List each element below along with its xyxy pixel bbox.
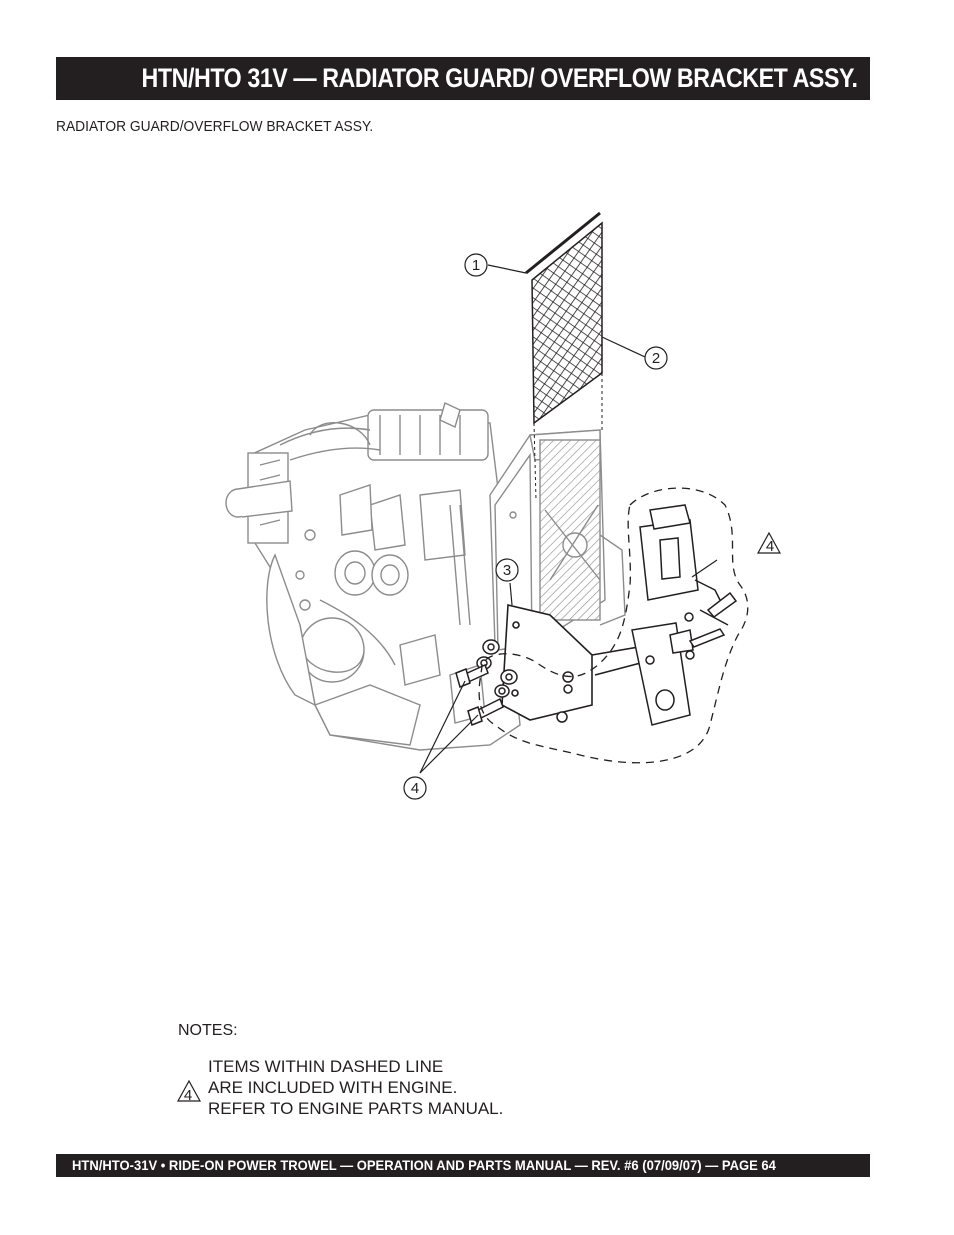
callout-2: 2 <box>644 346 668 370</box>
callout-1: 1 <box>464 253 488 277</box>
notes-line: ITEMS WITHIN DASHED LINE <box>208 1057 444 1076</box>
radiator-guard-mesh <box>531 221 603 501</box>
notes-text: ITEMS WITHIN DASHED LINE ARE INCLUDED WI… <box>208 1056 503 1119</box>
overflow-tank <box>631 504 738 726</box>
svg-text:4: 4 <box>411 780 419 797</box>
section-subtitle: RADIATOR GUARD/OVERFLOW BRACKET ASSY. <box>56 118 374 135</box>
notes-line: REFER TO ENGINE PARTS MANUAL. <box>208 1099 504 1118</box>
edge-trim-strip <box>525 211 601 275</box>
callout-leaders <box>419 264 718 774</box>
page-footer-bar: HTN/HTO-31V • RIDE-ON POWER TROWEL — OPE… <box>56 1154 870 1177</box>
svg-text:2: 2 <box>652 350 660 367</box>
engine-illustration <box>225 402 521 751</box>
svg-text:1: 1 <box>472 257 480 274</box>
callout-4-circle: 4 <box>403 776 427 800</box>
overflow-bracket <box>501 604 653 721</box>
svg-text:3: 3 <box>503 562 511 579</box>
parts-diagram-svg: 1 2 3 4 4 <box>225 211 782 800</box>
svg-text:4: 4 <box>184 1087 192 1103</box>
notes-line: ARE INCLUDED WITH ENGINE. <box>208 1078 458 1097</box>
radiator-illustration <box>489 429 626 651</box>
notes-heading: NOTES: <box>178 1022 238 1039</box>
callout-3: 3 <box>495 558 519 582</box>
page-footer-text: HTN/HTO-31V • RIDE-ON POWER TROWEL — OPE… <box>72 1157 776 1173</box>
page-header-bar: HTN/HTO 31V — RADIATOR GUARD/ OVERFLOW B… <box>56 57 870 100</box>
parts-diagram: 1 2 3 4 4 <box>220 205 800 815</box>
svg-text:4: 4 <box>766 538 774 555</box>
callout-4-triangle: 4 <box>756 531 782 555</box>
engine-supplied-boundary <box>478 487 749 764</box>
note-4-triangle-icon: 4 <box>176 1079 202 1103</box>
page-title: HTN/HTO 31V — RADIATOR GUARD/ OVERFLOW B… <box>141 63 858 93</box>
